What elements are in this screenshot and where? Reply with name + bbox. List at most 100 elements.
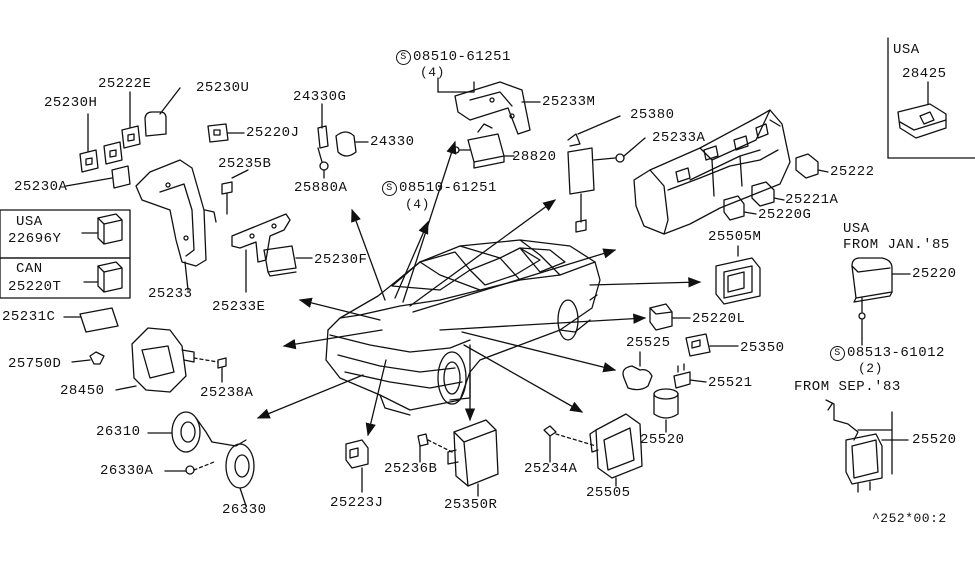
part-label-22696Y: 22696Y	[8, 231, 62, 247]
catalog-reference: ^252*00:2	[872, 511, 947, 526]
part-label-25222: 25222	[830, 164, 875, 180]
part-label-25505: 25505	[586, 485, 631, 501]
part-label-25231C: 25231C	[2, 309, 56, 325]
part-label-25505M: 25505M	[708, 229, 762, 245]
part-label-25220G: 25220G	[758, 207, 812, 223]
bolt-number-2: 08510-61251	[399, 180, 497, 196]
part-label-25230H: 25230H	[44, 95, 98, 111]
relay-25223J	[345, 439, 369, 493]
bolt-qty-3: (2)	[858, 361, 883, 376]
inset-title-usa: USA	[893, 42, 920, 58]
relay-25220J	[207, 123, 245, 143]
part-label-25521: 25521	[708, 375, 753, 391]
screw-25236B	[417, 433, 453, 463]
part-label-25223J: 25223J	[330, 495, 384, 511]
bolt-qty-1: (4)	[420, 65, 445, 80]
pad-25231C	[63, 307, 119, 333]
part-label-24330G: 24330G	[293, 89, 347, 105]
part-label-26330A: 26330A	[100, 463, 154, 479]
part-label-25220L: 25220L	[692, 311, 746, 327]
part-label-25220T: 25220T	[8, 279, 62, 295]
note-from-jan-85: FROM JAN.'85	[843, 237, 950, 253]
connector-25521	[673, 363, 707, 389]
bolt-number-3: 08513-61012	[847, 345, 945, 361]
car-body-illustration	[325, 239, 601, 416]
module-25505	[589, 413, 643, 487]
part-label-25520-center: 25520	[640, 432, 685, 448]
box-title-usa: USA	[16, 214, 43, 230]
relay-group-top-left	[65, 87, 181, 189]
module-25350R	[447, 419, 499, 497]
part-label-25233E: 25233E	[212, 299, 266, 315]
part-label-25221A: 25221A	[785, 192, 839, 208]
screw-symbol: S	[830, 346, 845, 361]
usa-inset-frame	[887, 37, 975, 159]
part-label-28450: 28450	[60, 383, 105, 399]
relay-25220T	[83, 261, 123, 293]
part-label-25750D: 25750D	[8, 356, 62, 372]
part-label-25350: 25350	[740, 340, 785, 356]
bolt-number-1: 08510-61251	[413, 49, 511, 65]
bracket-25233	[135, 159, 217, 291]
screw-25238A	[193, 357, 227, 383]
relay-25350	[685, 333, 739, 357]
clip-25525	[622, 351, 653, 391]
part-25380	[567, 115, 646, 233]
part-label-25220: 25220	[912, 266, 957, 282]
screw-25235B	[221, 169, 249, 215]
part-label-25220J: 25220J	[246, 125, 300, 141]
part-label-26330: 26330	[222, 502, 267, 518]
part-label-25233M: 25233M	[542, 94, 596, 110]
part-label-25230F: 25230F	[314, 252, 368, 268]
screw-symbol: S	[396, 50, 411, 65]
part-label-28820: 28820	[512, 149, 557, 165]
screw-26330A	[164, 461, 215, 475]
part-label-25880A: 25880A	[294, 180, 348, 196]
module-28820	[452, 123, 515, 169]
relay-25230F	[263, 245, 313, 277]
part-label-25222E: 25222E	[98, 76, 152, 92]
screw-25234A	[543, 425, 597, 463]
relay-25220L	[649, 303, 691, 331]
part-25520-right	[825, 399, 909, 493]
part-25520-center	[653, 388, 679, 433]
part-label-25230A: 25230A	[14, 179, 68, 195]
part-label-25235B: 25235B	[218, 156, 272, 172]
part-label-25238A: 25238A	[200, 385, 254, 401]
relay-bracket-assembly	[633, 109, 829, 235]
bolt-qty-2: (4)	[405, 197, 430, 212]
part-label-25234A: 25234A	[524, 461, 578, 477]
horn-26310	[147, 411, 213, 453]
part-label-25520-right: 25520	[912, 432, 957, 448]
part-label-24330: 24330	[370, 134, 415, 150]
usa-can-box-frames	[0, 209, 131, 299]
relay-25220-usa	[851, 257, 911, 339]
part-label-25350R: 25350R	[444, 497, 498, 513]
note-from-sep-83: FROM SEP.'83	[794, 379, 901, 395]
relay-22696Y	[81, 213, 123, 245]
bracket-25233M	[437, 77, 541, 135]
part-label-25525: 25525	[626, 335, 671, 351]
module-25505M	[715, 245, 761, 305]
part-label-26310: 26310	[96, 424, 141, 440]
part-label-25230U: 25230U	[196, 80, 250, 96]
part-label-25233A: 25233A	[652, 130, 706, 146]
part-label-25380: 25380	[630, 107, 675, 123]
box-title-can: CAN	[16, 261, 43, 277]
part-label-25233: 25233	[148, 286, 193, 302]
part-label-25236B: 25236B	[384, 461, 438, 477]
part-28425	[897, 81, 947, 139]
note-usa: USA	[843, 221, 870, 237]
screw-symbol: S	[382, 181, 397, 196]
part-24330-group	[317, 103, 369, 179]
module-28450	[115, 327, 195, 393]
horn-26330	[211, 439, 255, 507]
clip-25750D	[71, 351, 105, 365]
pointer-arrows	[256, 140, 702, 437]
bracket-25233E	[231, 213, 291, 293]
part-label-28425: 28425	[902, 66, 947, 82]
